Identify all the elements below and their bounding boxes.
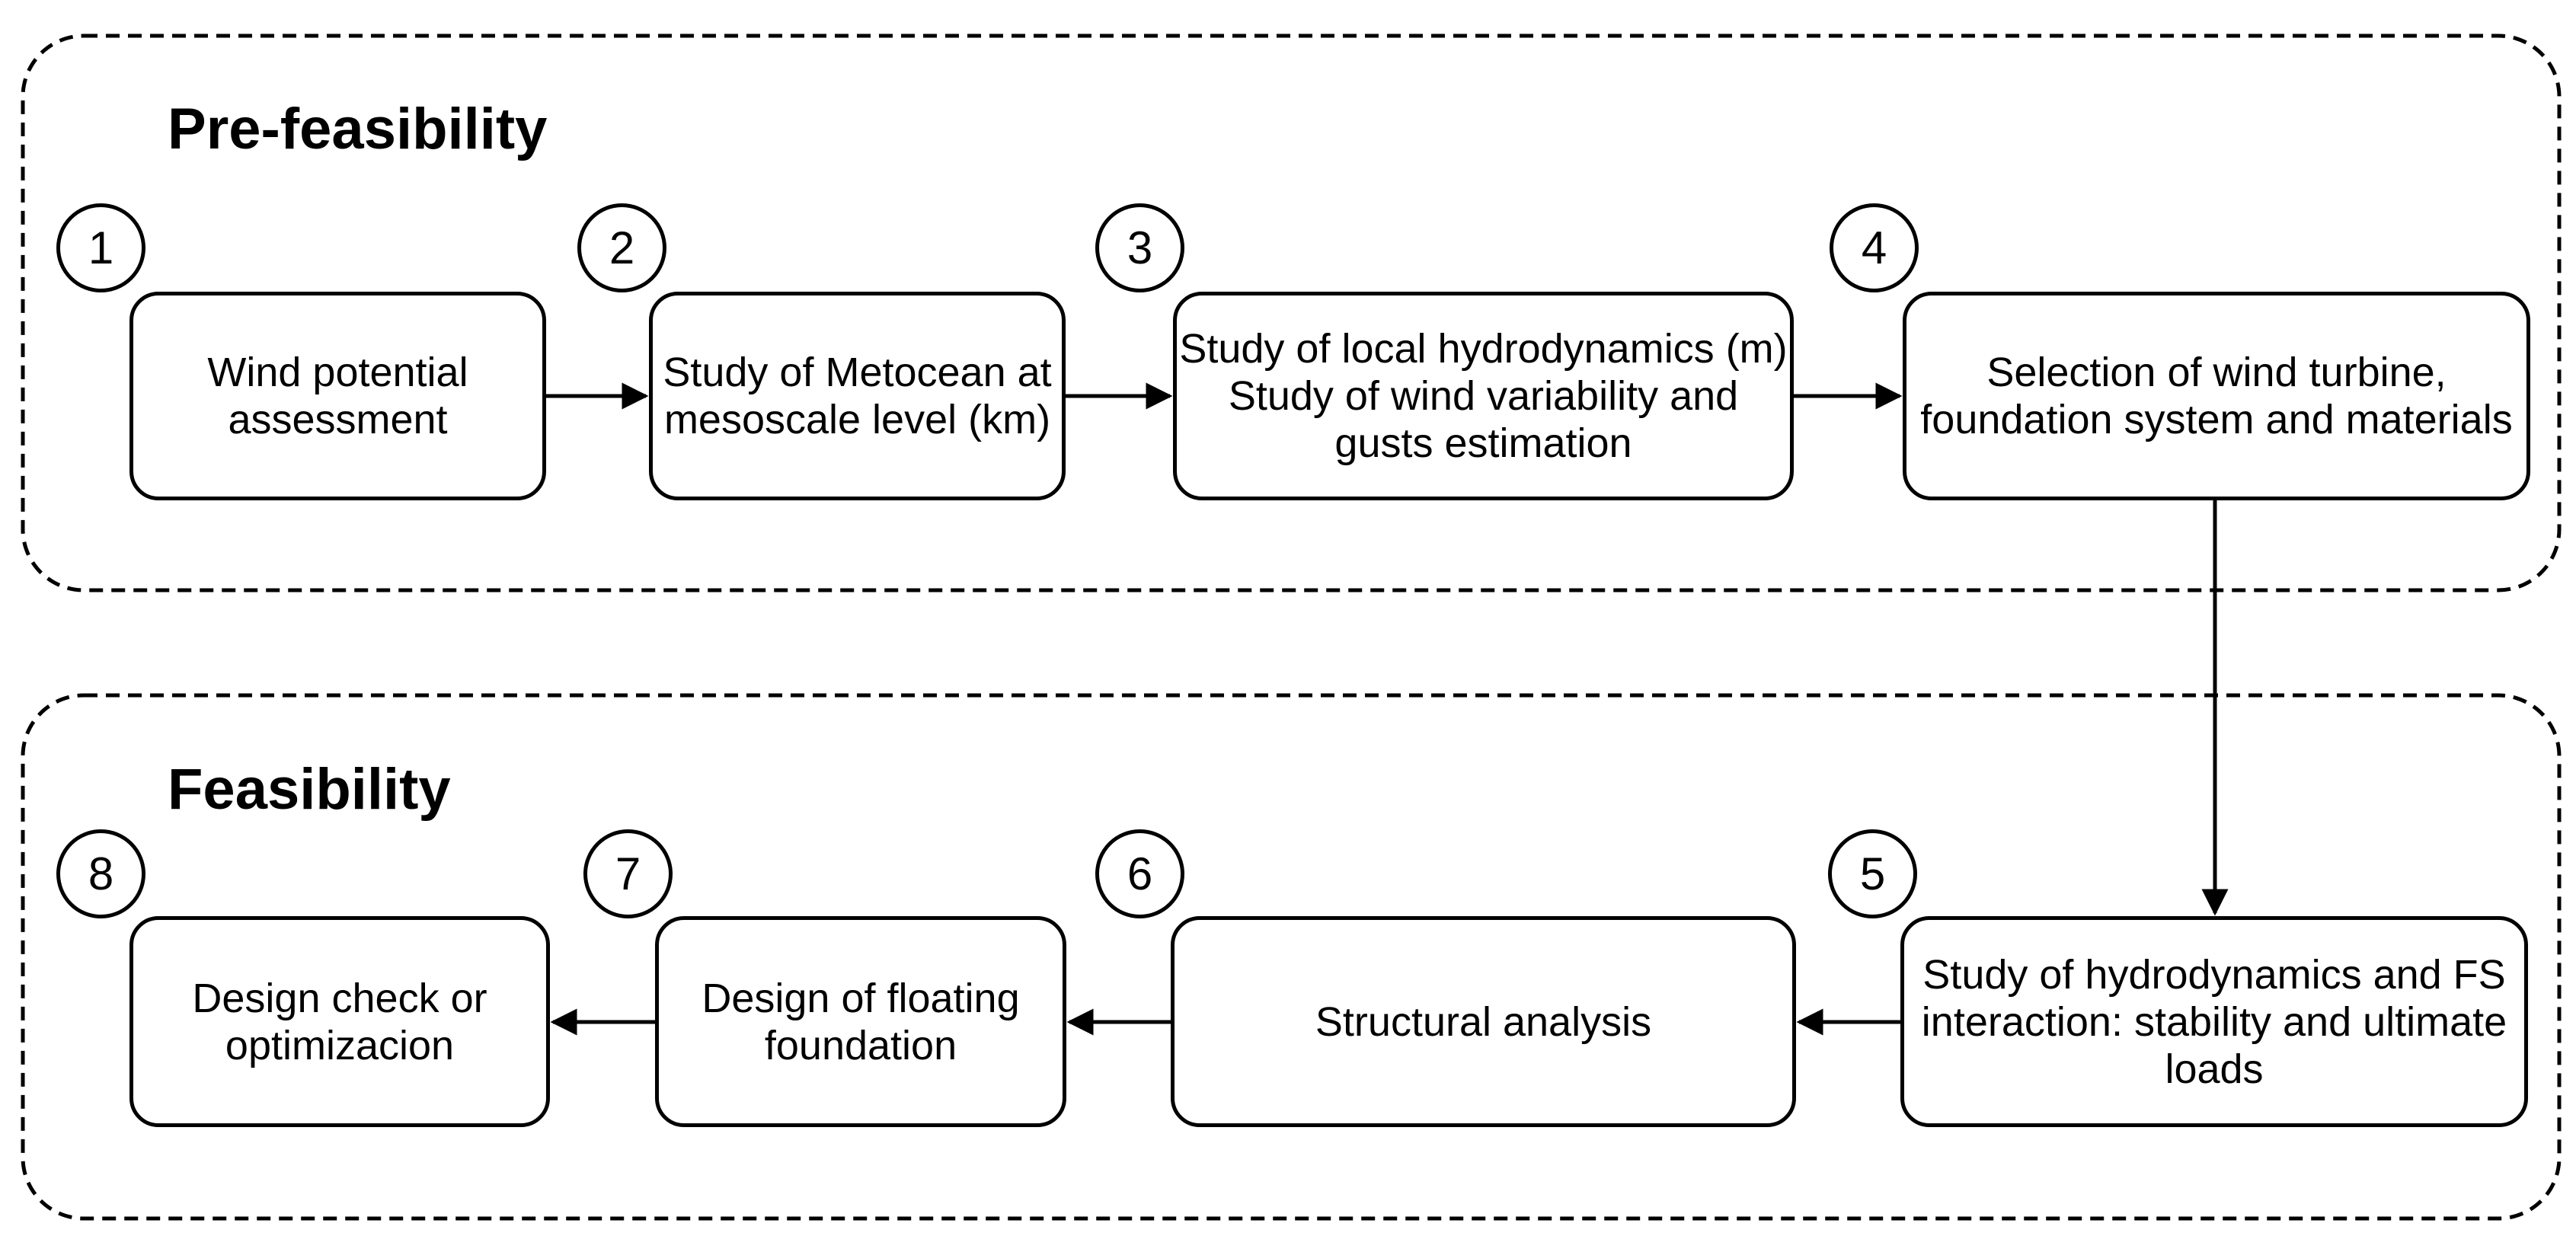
step-1-label-line: assessment xyxy=(228,397,448,442)
phase-title-prefeasibility: Pre-feasibility xyxy=(168,97,548,161)
step-3-number-badge: 3 xyxy=(1095,203,1184,292)
step-5-label-line: interaction: stability and ultimate xyxy=(1921,998,2507,1045)
step-5-label-line: loads xyxy=(2165,1046,2264,1092)
step-6-number-badge: 6 xyxy=(1095,829,1184,918)
step-7-label-line: foundation xyxy=(764,1022,957,1068)
step-8-label-line: Design check or xyxy=(192,975,487,1021)
step-6-box: Structural analysis xyxy=(1171,916,1796,1127)
step-1-number: 1 xyxy=(88,222,114,273)
step-4-label-line: foundation system and materials xyxy=(1920,397,2513,442)
prefeasibility-phase-border xyxy=(21,34,2562,592)
step-2-label-line: Study of Metocean at xyxy=(663,350,1052,395)
step-6-label-line: Structural analysis xyxy=(1315,998,1652,1045)
step-7-number: 7 xyxy=(615,848,641,899)
step-3-label-line: Study of wind variability and xyxy=(1228,373,1739,419)
step-1-box: Wind potential assessment xyxy=(129,292,546,500)
step-4-box: Selection of wind turbine, foundation sy… xyxy=(1903,292,2530,500)
step-3-label-line: gusts estimation xyxy=(1334,420,1632,466)
step-4-number-badge: 4 xyxy=(1830,203,1919,292)
step-8-box: Design check or optimizacion xyxy=(129,916,550,1127)
step-5-number-badge: 5 xyxy=(1828,829,1917,918)
phase-title-feasibility: Feasibility xyxy=(168,757,451,822)
step-6-number: 6 xyxy=(1127,848,1153,899)
step-4-number: 4 xyxy=(1861,222,1887,273)
step-8-number: 8 xyxy=(88,848,114,899)
step-2-box: Study of Metocean at mesoscale level (km… xyxy=(649,292,1066,500)
step-5-box: Study of hydrodynamics and FS interactio… xyxy=(1900,916,2528,1127)
step-3-box: Study of local hydrodynamics (m) Study o… xyxy=(1173,292,1794,500)
step-2-number-badge: 2 xyxy=(577,203,666,292)
step-2-label-line: mesoscale level (km) xyxy=(663,397,1051,442)
step-1-label-line: Wind potential xyxy=(207,350,468,395)
step-8-label-line: optimizacion xyxy=(225,1022,455,1068)
step-3-number: 3 xyxy=(1127,222,1153,273)
step-1-number-badge: 1 xyxy=(56,203,145,292)
step-7-number-badge: 7 xyxy=(583,829,673,918)
step-2-number: 2 xyxy=(609,222,635,273)
step-7-box: Design of floating foundation xyxy=(655,916,1066,1127)
step-4-label-line: Selection of wind turbine, xyxy=(1986,350,2447,395)
step-5-label-line: Study of hydrodynamics and FS xyxy=(1922,951,2506,998)
step-7-label-line: Design of floating xyxy=(702,975,1020,1021)
step-5-number: 5 xyxy=(1859,848,1886,899)
step-8-number-badge: 8 xyxy=(56,829,145,918)
step-3-label-line: Study of local hydrodynamics (m) xyxy=(1179,326,1788,372)
